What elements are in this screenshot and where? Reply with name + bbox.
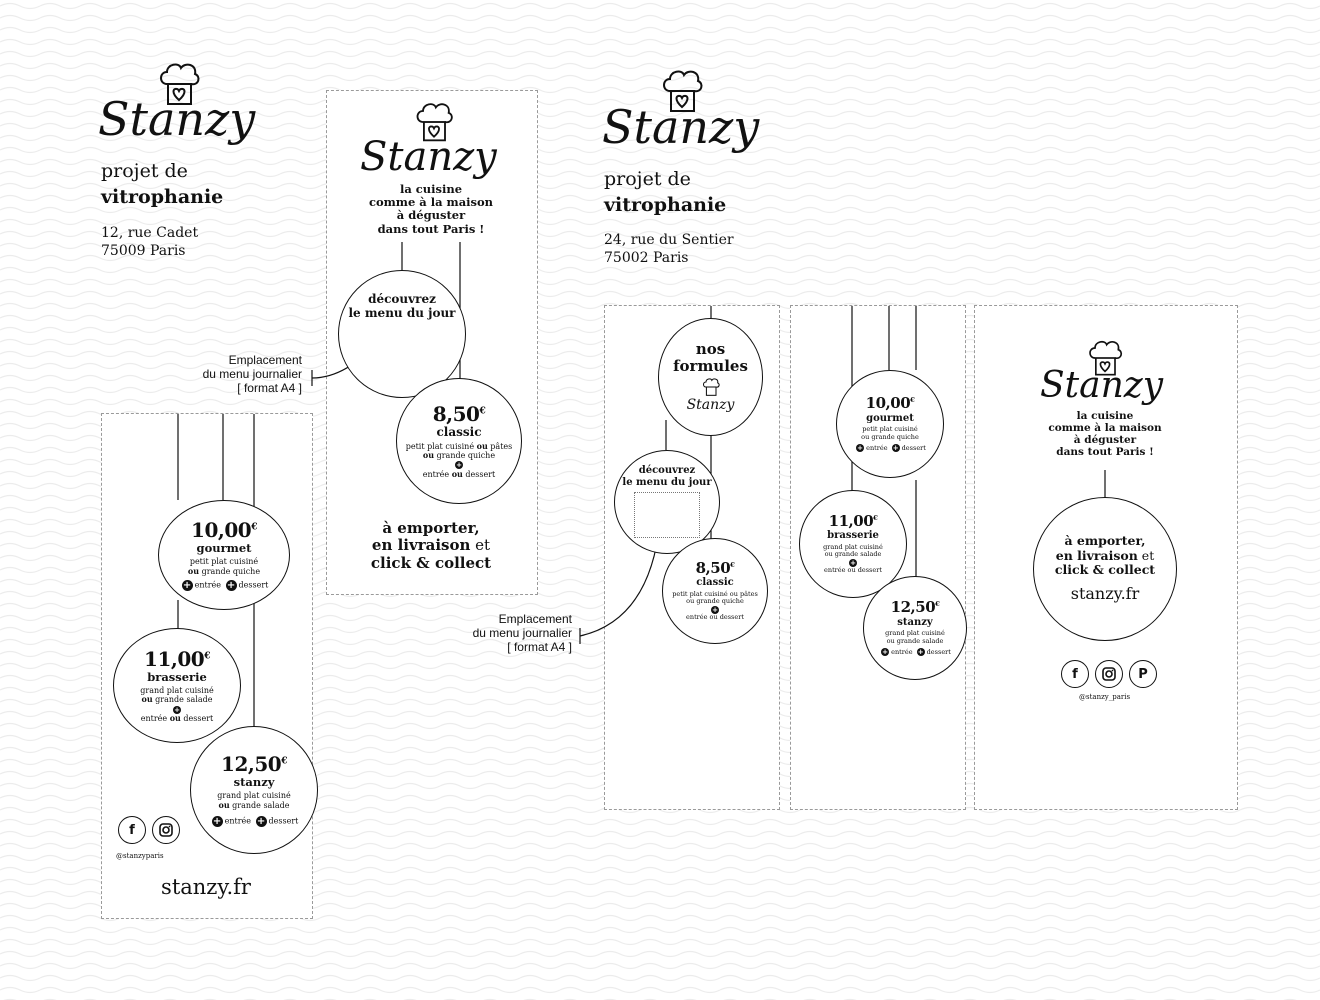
address-line: 12, rue Cadet	[101, 225, 199, 241]
plus-icon: +	[255, 815, 267, 827]
stanzy-offer-circle: 12,50€ stanzy grand plat cuisiné ou gran…	[863, 576, 967, 680]
service-footer: à emporter, en livraison et click & coll…	[370, 519, 492, 572]
brand-logo: Stanzy	[602, 100, 760, 154]
brand-logo: Stanzy	[360, 134, 497, 180]
plus-icon: +	[856, 444, 865, 453]
address-line: 75002 Paris	[604, 250, 689, 266]
project-label: projet de	[604, 168, 691, 190]
address-line: 75009 Paris	[101, 243, 186, 259]
project-label: projet de	[101, 160, 188, 182]
service-circle: à emporter, en livraison et click & coll…	[1033, 497, 1177, 641]
brand-logo: Stanzy	[1040, 365, 1164, 406]
website: stanzy.fr	[161, 875, 251, 899]
chef-hat-heart-icon	[160, 63, 200, 105]
facebook-icon[interactable]: f	[1061, 660, 1089, 688]
website[interactable]: stanzy.fr	[1070, 584, 1140, 604]
pinterest-icon[interactable]: P	[1129, 660, 1157, 688]
address-line: 24, rue du Sentier	[604, 232, 734, 248]
facebook-icon[interactable]: f	[118, 816, 146, 844]
instagram-icon[interactable]	[1095, 660, 1123, 688]
plus-icon: +	[181, 579, 193, 591]
social-links: f	[115, 816, 183, 844]
menu-placeholder	[634, 492, 700, 538]
plus-icon: +	[881, 648, 890, 657]
chef-hat-heart-icon	[663, 70, 703, 112]
plus-icon: +	[225, 579, 237, 591]
chef-hat-heart-icon	[1089, 340, 1123, 376]
plus-icon: +	[455, 461, 463, 470]
chef-hat-heart-icon	[702, 378, 720, 397]
brand-logo: Stanzy	[98, 92, 256, 146]
brasserie-offer-circle: 11,00€ brasserie grand plat cuisiné ou g…	[799, 490, 907, 598]
tagline: la cuisine comme à la maison à déguster …	[1048, 410, 1162, 459]
plus-icon: +	[711, 605, 719, 614]
instagram-icon[interactable]	[152, 816, 180, 844]
chef-hat-heart-icon	[416, 103, 453, 142]
menu-placement-note: Emplacement du menu journalier [ format …	[472, 612, 572, 654]
brasserie-offer-circle: 11,00€ brasserie grand plat cuisiné ou g…	[113, 628, 241, 743]
plus-icon: +	[849, 558, 857, 567]
formules-circle: nos formules Stanzy	[658, 318, 763, 436]
stanzy-offer-circle: 12,50€ stanzy grand plat cuisiné ou gran…	[190, 726, 318, 854]
project-title: vitrophanie	[604, 194, 727, 216]
social-links: f P	[1058, 660, 1160, 688]
social-handle: @stanzy_paris	[1079, 693, 1131, 701]
plus-icon: +	[173, 705, 181, 714]
plus-icon: +	[891, 444, 900, 453]
social-handle: @stanzyparis	[116, 852, 164, 860]
gourmet-offer-circle: 10,00€ gourmet petit plat cuisiné ou gra…	[836, 370, 944, 478]
plus-icon: +	[916, 648, 925, 657]
menu-placement-note: Emplacement du menu journalier [ format …	[202, 353, 302, 395]
plus-icon: +	[211, 815, 223, 827]
gourmet-offer-circle: 10,00€ gourmet petit plat cuisiné ou gra…	[158, 500, 290, 610]
classic-offer-circle: 8,50€ classic petit plat cuisiné ou pâte…	[396, 378, 522, 504]
tagline: la cuisine comme à la maison à déguster …	[368, 182, 494, 236]
project-title: vitrophanie	[101, 186, 224, 208]
classic-offer-circle: 8,50€ classic petit plat cuisiné ou pâte…	[662, 538, 768, 644]
